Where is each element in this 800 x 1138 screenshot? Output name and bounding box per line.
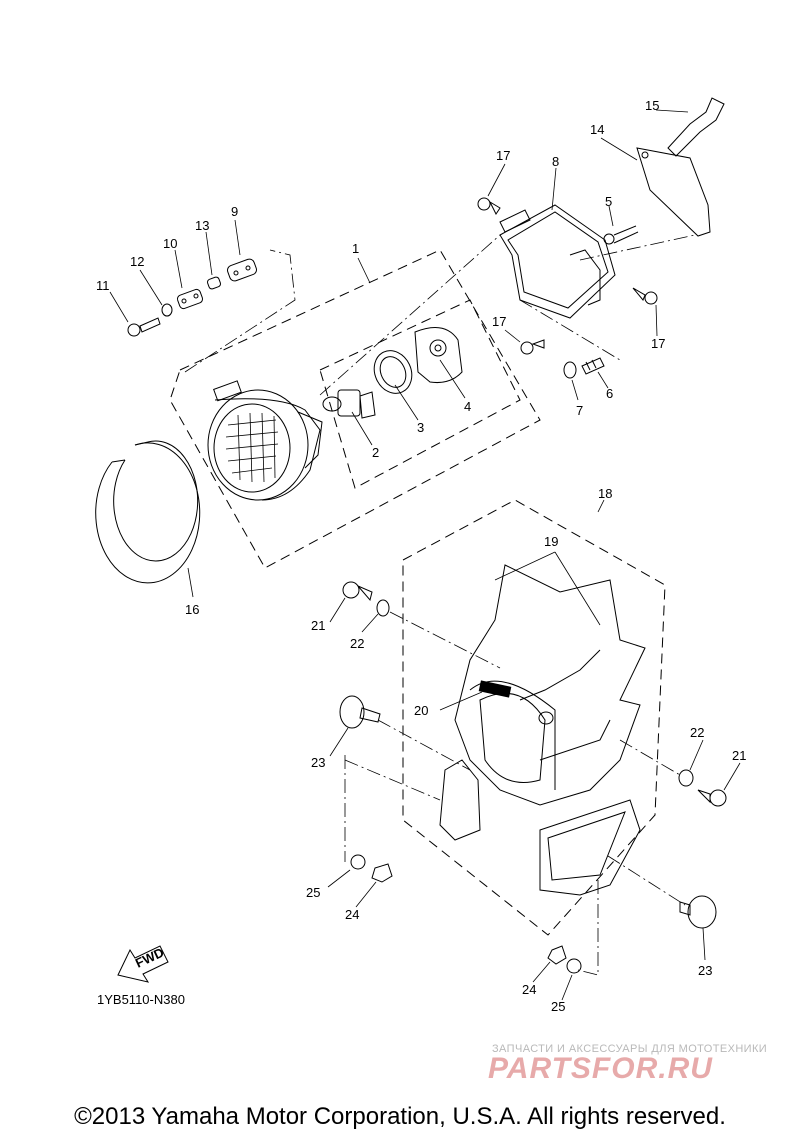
washer-25-left [350,854,366,870]
callout-17-top: 17 [496,148,510,163]
callout-4: 4 [464,399,471,414]
callout-6: 6 [606,386,613,401]
callout-12: 12 [130,254,144,269]
callout-17-mid: 17 [492,314,506,329]
callout-24-left: 24 [345,907,359,922]
headlight-ring [95,440,201,584]
washer-12 [161,303,173,317]
washer-22-left [376,599,390,617]
callout-25-left: 25 [306,885,320,900]
callout-23-left: 23 [311,755,325,770]
callout-19: 19 [544,534,558,549]
fwd-arrow-icon: FWD [117,945,169,983]
callout-9: 9 [231,204,238,219]
bolt-21-right [697,789,727,807]
cowling-outline [402,499,666,936]
callout-25-right: 25 [551,999,565,1014]
callout-24-right: 24 [522,982,536,997]
callout-18: 18 [598,486,612,501]
grommet-23-left [339,695,381,729]
copyright-notice: ©2013 Yamaha Motor Corporation, U.S.A. A… [74,1103,726,1130]
watermark-tagline: ЗАПЧАСТИ И АКСЕССУАРЫ ДЛЯ МОТОТЕХНИКИ [492,1043,768,1055]
callout-3: 3 [417,420,424,435]
grommet-9 [227,258,257,282]
callout-21-left: 21 [311,618,325,633]
headlight-unit [207,380,323,501]
headlight-assembly-outline [169,249,541,569]
grommet-23-right [679,895,717,929]
callout-17-right: 17 [651,336,665,351]
diagram-reference-code: 1YB5110-N380 [97,992,185,1007]
callout-15: 15 [645,98,659,113]
bulb-ring [373,350,413,394]
nut-24-left [371,863,393,883]
callout-5: 5 [605,194,612,209]
bolt-21-left [342,581,373,602]
bolt-5 [603,225,639,245]
callout-20: 20 [414,703,428,718]
socket-cover [414,327,463,383]
callout-14: 14 [590,122,604,137]
headlight-bracket [499,204,616,319]
callout-10: 10 [163,236,177,251]
callout-22-right: 22 [690,725,704,740]
lower-shroud [439,759,641,896]
bolt-17-mid [520,339,545,355]
bulb-group-outline [319,299,521,489]
callout-22-left: 22 [350,636,364,651]
collar-13 [206,276,222,290]
callout-11: 11 [96,278,110,293]
callout-2: 2 [372,445,379,460]
nut-24-right [547,945,567,965]
washer-22-right [678,769,694,787]
assembly-lines [184,234,696,976]
callout-23-right: 23 [698,963,712,978]
collar-10 [176,288,204,310]
headlight-cover [454,564,646,806]
callout-1: 1 [352,241,359,256]
cable-tie [667,97,725,157]
watermark-brand: PARTSFOR.RU [488,1052,713,1085]
bracket-plate [636,147,711,237]
bolt-17-right [632,287,658,305]
washer-25-right [566,958,582,974]
callout-21-right: 21 [732,748,746,763]
callout-8: 8 [552,154,559,169]
callout-16: 16 [185,602,199,617]
washer-7 [563,361,577,379]
bolt-17-top [477,197,501,215]
callout-7: 7 [576,403,583,418]
emblem [478,680,512,698]
bolt-6 [581,357,605,375]
callout-13: 13 [195,218,209,233]
bolt-11 [127,317,161,337]
bulb [322,389,376,419]
leader-lines [109,109,741,1001]
